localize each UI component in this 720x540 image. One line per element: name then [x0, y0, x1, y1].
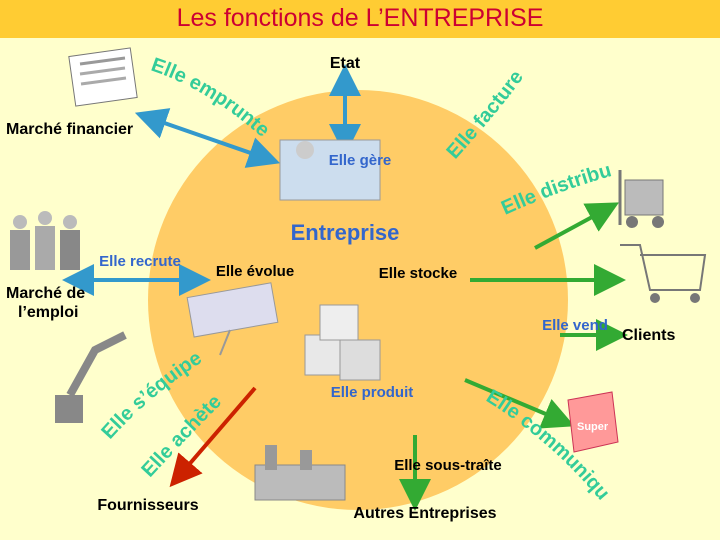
label-etat: Etat	[330, 55, 361, 72]
label-stocke: Elle stocke	[379, 265, 457, 282]
factory-icon	[254, 445, 346, 501]
badge-icon: Super	[567, 391, 619, 453]
office-worker-icon	[279, 139, 381, 201]
page-title: Les fonctions de L’ENTREPRISE	[176, 4, 544, 32]
arc-emprunte: Elle emprunte	[148, 54, 273, 142]
label-marche-emploi-2: l’emploi	[18, 304, 78, 321]
people-icon	[10, 211, 80, 270]
robot-arm-icon	[55, 331, 127, 423]
label-produit: Elle produit	[331, 384, 414, 401]
newspaper-icon	[68, 47, 138, 107]
enterprise-circle	[148, 90, 568, 510]
label-clients: Clients	[622, 327, 675, 344]
arrow-communique	[464, 378, 575, 429]
label-entreprise: Entreprise	[291, 220, 400, 245]
title-bar	[0, 0, 720, 38]
boxes-icon	[304, 304, 381, 381]
label-autres-entreprises: Autres Entreprises	[353, 505, 496, 522]
cart-icon	[620, 244, 707, 303]
forklift-icon	[618, 170, 664, 228]
svg-text:Super: Super	[577, 421, 609, 433]
drafting-table-icon	[186, 282, 279, 356]
label-recrute: Elle recrute	[99, 253, 181, 270]
arrow-distribue	[534, 202, 620, 250]
label-marche-financier: Marché financier	[6, 121, 133, 138]
label-evolue: Elle évolue	[216, 263, 294, 280]
label-marche-emploi-1: Marché de	[6, 285, 85, 302]
label-fournisseurs: Fournisseurs	[97, 497, 198, 514]
arrow-fournisseurs	[169, 386, 257, 488]
label-sous-traite: Elle sous-traîte	[394, 457, 502, 474]
label-gere: Elle gère	[329, 152, 392, 169]
arrow-marche-financier	[134, 108, 281, 168]
label-vend: Elle vend	[542, 317, 608, 334]
